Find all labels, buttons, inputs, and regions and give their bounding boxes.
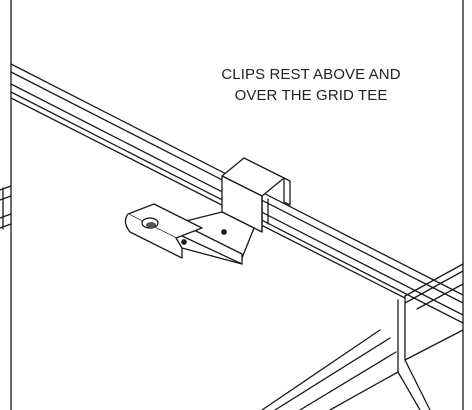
rivet-hole-icon [221, 229, 227, 235]
cross-grid-tee [329, 263, 464, 410]
hold-down-clip [124, 157, 291, 265]
rivet-hole-icon [181, 239, 187, 245]
callout-line-2: OVER THE GRID TEE [234, 87, 388, 104]
left-edge-tee [0, 185, 12, 230]
callout-text: CLIPS REST ABOVE AND OVER THE GRID TEE [180, 64, 442, 106]
callout-line-1: CLIPS REST ABOVE AND [221, 66, 401, 83]
screw-hole-shadow [146, 222, 156, 228]
lower-grid-tee [261, 329, 397, 410]
